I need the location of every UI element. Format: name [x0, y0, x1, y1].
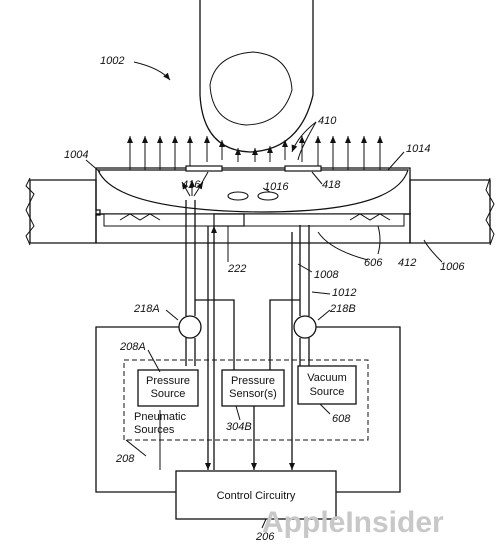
- housing-section: [25, 165, 495, 246]
- label-1014: 1014: [406, 143, 430, 155]
- label-1006: 1006: [440, 261, 465, 273]
- label-222: 222: [227, 263, 246, 275]
- label-410: 410: [318, 115, 337, 127]
- svg-text:Pneumatic: Pneumatic: [134, 411, 186, 423]
- svg-text:Vacuum: Vacuum: [307, 372, 347, 384]
- label-1012: 1012: [332, 287, 356, 299]
- pressure-source-box: Pressure Source: [137, 369, 199, 407]
- svg-text:Source: Source: [151, 388, 186, 400]
- reference-labels: 1002 410 1004 1014 416 418 1016 222 606 …: [64, 55, 465, 543]
- label-608: 608: [332, 413, 351, 425]
- label-1004: 1004: [64, 149, 88, 161]
- pneumatic-label: Pneumatic Sources: [134, 411, 186, 436]
- control-circuitry-box: Control Circuitry: [175, 470, 337, 520]
- label-208: 208: [115, 453, 135, 465]
- label-206: 206: [255, 531, 275, 543]
- finger: [199, 0, 314, 153]
- svg-text:Control Circuitry: Control Circuitry: [217, 490, 296, 502]
- svg-text:Pressure: Pressure: [231, 375, 275, 387]
- vacuum-source-box: Vacuum Source: [297, 365, 357, 405]
- label-606: 606: [364, 257, 383, 269]
- watermark-logo: AppleInsider: [262, 506, 444, 539]
- valve-218b: [293, 315, 317, 339]
- pneumatic-sources-box: [123, 359, 369, 441]
- label-218b: 218B: [329, 303, 356, 315]
- label-304b: 304B: [226, 421, 252, 433]
- svg-text:Source: Source: [310, 386, 345, 398]
- label-416: 416: [182, 179, 201, 191]
- label-412: 412: [398, 257, 416, 269]
- label-208a: 208A: [119, 341, 146, 353]
- svg-text:Pressure: Pressure: [146, 375, 190, 387]
- label-1008: 1008: [314, 269, 339, 281]
- label-418: 418: [322, 179, 341, 191]
- valve-218a: [178, 315, 202, 339]
- tubes: [185, 200, 310, 370]
- label-1002: 1002: [100, 55, 124, 67]
- pressure-sensor-box: Pressure Sensor(s): [221, 369, 285, 407]
- label-218a: 218A: [133, 303, 160, 315]
- airflow-arrows: [127, 136, 383, 172]
- label-1016: 1016: [264, 181, 289, 193]
- svg-text:Sensor(s): Sensor(s): [229, 388, 277, 400]
- control-wires: [95, 226, 401, 493]
- svg-text:Sources: Sources: [134, 424, 175, 436]
- leader-lines: [85, 61, 443, 529]
